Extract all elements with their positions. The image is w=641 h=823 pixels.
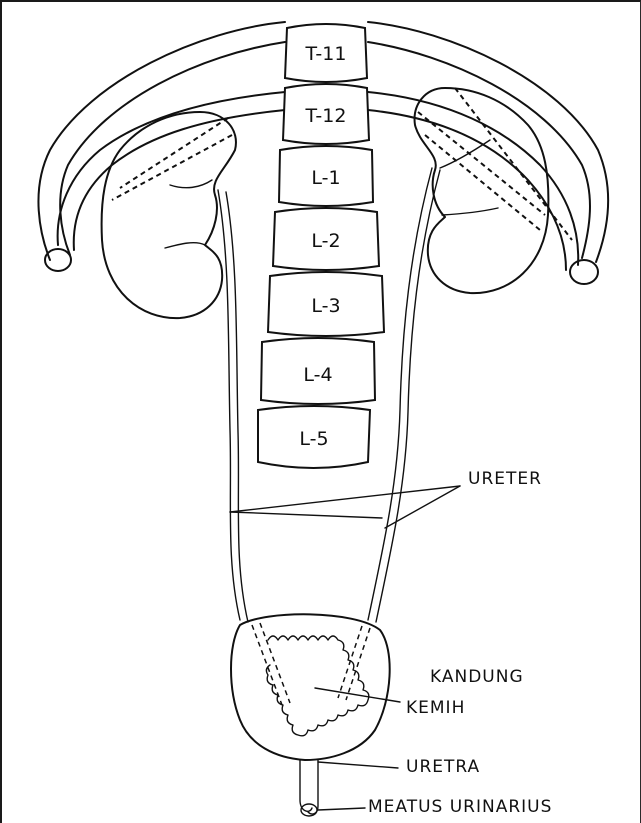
right-ribs [368, 22, 608, 284]
vertebra-label-t12: T-12 [305, 105, 347, 127]
left-kidney [102, 112, 236, 318]
label-meatus: MEATUS URINARIUS [368, 797, 552, 817]
ureter-pointers [230, 486, 460, 528]
left-ureter [218, 190, 248, 622]
vertebra-label-l5: L-5 [299, 428, 328, 450]
vertebra-label-l3: L-3 [311, 295, 340, 317]
vertebra-label-l4: L-4 [303, 364, 332, 386]
left-ribs [38, 22, 285, 271]
right-kidney [415, 88, 572, 293]
spine: T-11 T-12 L-1 L-2 L-3 L-4 L-5 [258, 24, 384, 468]
label-urethra: URETRA [406, 757, 480, 777]
vertebra-label-l1: L-1 [311, 167, 340, 189]
vertebra-label-t11: T-11 [305, 43, 347, 65]
label-bladder-line2: KEMIH [406, 698, 465, 718]
label-ureter: URETER [468, 469, 542, 489]
bladder [231, 614, 400, 760]
label-bladder-line1: KANDUNG [430, 667, 524, 687]
vertebra-label-l2: L-2 [311, 230, 340, 252]
